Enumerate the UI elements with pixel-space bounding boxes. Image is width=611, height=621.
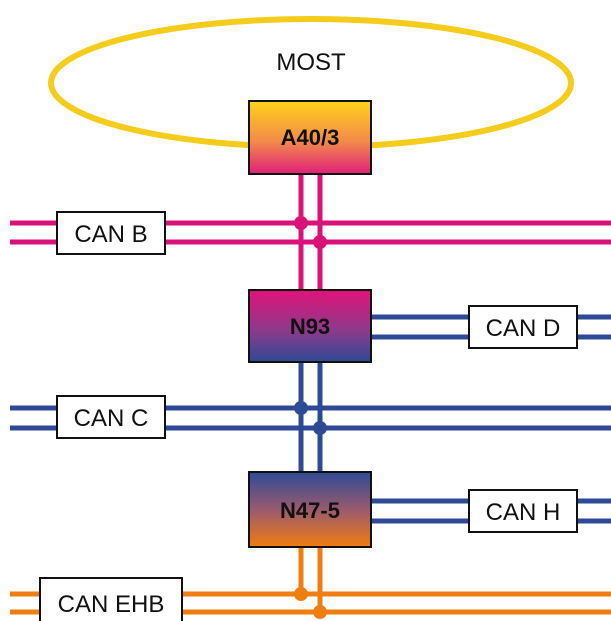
node-a40-3: A40/3 xyxy=(248,100,372,175)
junction-dot xyxy=(294,401,308,415)
can-b-label-box: CAN B xyxy=(56,211,166,255)
can-ehb-label: CAN EHB xyxy=(58,591,165,618)
can-c-label-box: CAN C xyxy=(56,395,166,439)
node-n47-5-label: N47-5 xyxy=(280,498,340,523)
can-d-label: CAN D xyxy=(486,315,561,342)
can-h-label: CAN H xyxy=(486,499,561,526)
node-n47-5: N47-5 xyxy=(248,471,372,548)
can-c-label: CAN C xyxy=(74,405,149,432)
can-b-label: CAN B xyxy=(74,221,147,248)
link-n93-n47 xyxy=(298,362,323,472)
node-n93: N93 xyxy=(248,289,372,363)
junction-dot xyxy=(313,235,327,249)
junction-dot xyxy=(313,605,327,619)
can-ehb-label-box: CAN EHB xyxy=(39,577,183,621)
link-n47-ehb xyxy=(298,547,323,612)
link-a40-n93 xyxy=(298,174,323,290)
junction-dot xyxy=(313,421,327,435)
node-a40-3-label: A40/3 xyxy=(281,125,340,150)
most-label: MOST xyxy=(276,49,346,76)
junction-dot xyxy=(294,216,308,230)
can-d-label-box: CAN D xyxy=(468,305,578,349)
node-n93-label: N93 xyxy=(290,314,330,339)
can-h-label-box: CAN H xyxy=(468,489,578,533)
junction-dot xyxy=(294,587,308,601)
